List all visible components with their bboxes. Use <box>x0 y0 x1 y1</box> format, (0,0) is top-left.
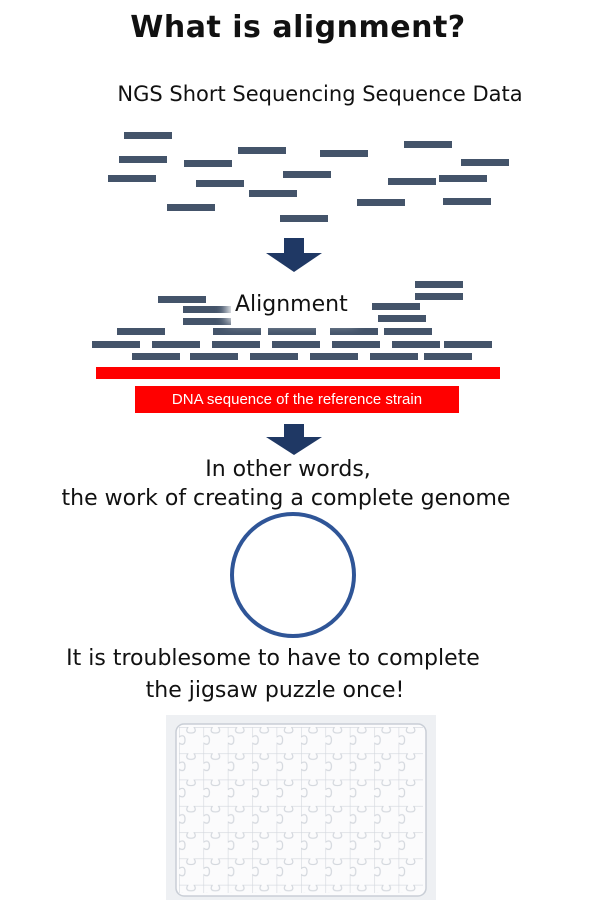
read-fragment <box>330 328 378 335</box>
read-fragment <box>388 178 436 185</box>
read-fragment <box>238 147 286 154</box>
jigsaw-puzzle-icon <box>175 723 427 897</box>
read-fragment <box>190 353 238 360</box>
section-subtitle: NGS Short Sequencing Sequence Data <box>117 82 523 106</box>
read-fragment <box>250 353 298 360</box>
read-fragment <box>392 341 440 348</box>
read-fragment <box>444 341 492 348</box>
read-fragment <box>212 341 260 348</box>
read-fragment <box>117 328 165 335</box>
jigsaw-puzzle-image <box>166 715 436 900</box>
read-fragment <box>443 198 491 205</box>
read-fragment <box>384 328 432 335</box>
read-fragment <box>272 341 320 348</box>
in-other-words-line1: In other words, <box>205 457 371 482</box>
read-fragment <box>132 353 180 360</box>
read-fragment <box>357 199 405 206</box>
reference-strain-bar <box>96 367 500 379</box>
read-fragment <box>119 156 167 163</box>
read-fragment <box>184 160 232 167</box>
read-fragment <box>370 353 418 360</box>
read-fragment <box>439 175 487 182</box>
read-fragment <box>183 318 231 325</box>
read-fragment <box>167 204 215 211</box>
read-fragment <box>424 353 472 360</box>
troublesome-line1: It is troublesome to have to complete <box>66 646 480 671</box>
in-other-words-line2: the work of creating a complete genome <box>61 486 511 511</box>
read-fragment <box>92 341 140 348</box>
troublesome-line2: the jigsaw puzzle once! <box>145 678 405 703</box>
read-fragment <box>158 296 206 303</box>
read-fragment <box>108 175 156 182</box>
down-arrow-icon <box>266 238 322 272</box>
read-fragment <box>183 306 231 313</box>
read-fragment <box>310 353 358 360</box>
read-fragment <box>213 328 261 335</box>
read-fragment <box>378 315 426 322</box>
read-fragment <box>415 293 463 300</box>
read-fragment <box>249 190 297 197</box>
read-fragment <box>152 341 200 348</box>
read-fragment <box>320 150 368 157</box>
reference-strain-label: DNA sequence of the reference strain <box>135 386 459 413</box>
read-fragment <box>280 215 328 222</box>
alignment-label: Alignment <box>233 292 350 317</box>
read-fragment <box>196 180 244 187</box>
read-fragment <box>461 159 509 166</box>
read-fragment <box>124 132 172 139</box>
read-fragment <box>283 171 331 178</box>
page-title: What is alignment? <box>130 10 466 45</box>
read-fragment <box>332 341 380 348</box>
read-fragment <box>415 281 463 288</box>
read-fragment <box>268 328 316 335</box>
circular-genome-icon <box>230 512 356 638</box>
read-fragment <box>372 303 420 310</box>
down-arrow-icon <box>266 424 322 455</box>
read-fragment <box>404 141 452 148</box>
